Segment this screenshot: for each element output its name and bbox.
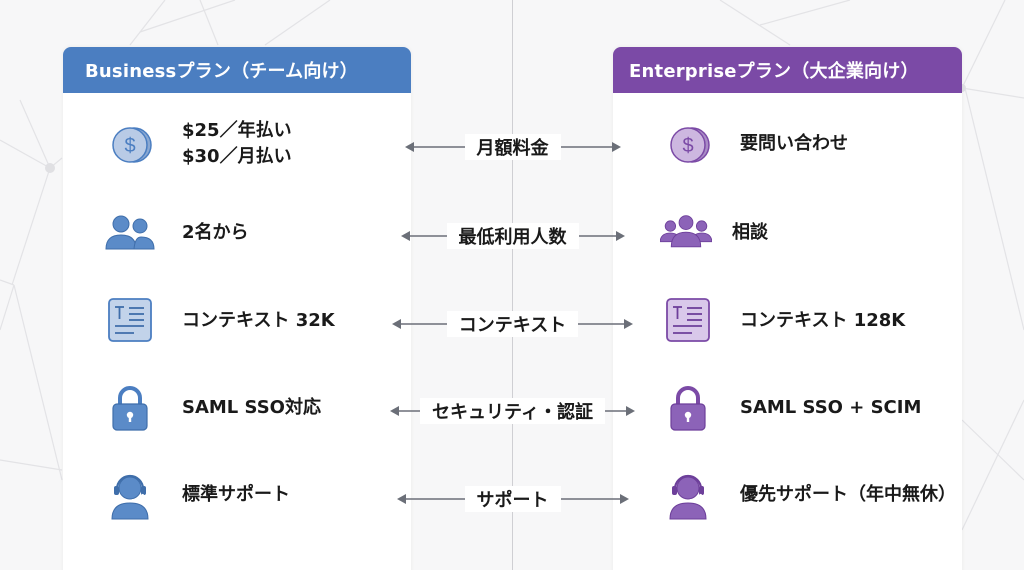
enterprise-row-security: SAML SSO + SCIM [662, 382, 921, 434]
dollar-coin-icon: $ [662, 118, 714, 170]
arrow-right-icon [604, 406, 635, 416]
category-label: コンテキスト [446, 311, 579, 337]
enterprise-row-support: 優先サポート（年中無休） [662, 469, 956, 521]
enterprise-context-value: コンテキスト 128K [740, 310, 906, 331]
arrow-right-icon [560, 494, 629, 504]
group-users-icon [660, 207, 712, 259]
category-support: サポート [385, 486, 640, 512]
headset-support-icon [662, 469, 714, 521]
business-row-min-users: 2名から [104, 207, 249, 259]
arrow-right-icon [578, 319, 634, 329]
enterprise-support-value: 優先サポート（年中無休） [740, 484, 956, 505]
lock-icon [104, 382, 156, 434]
headset-support-icon [104, 469, 156, 521]
business-row-security: SAML SSO対応 [104, 382, 321, 434]
category-context: コンテキスト [385, 311, 640, 337]
arrow-left-icon [400, 231, 447, 241]
document-text-icon [104, 295, 156, 347]
enterprise-row-context: コンテキスト 128K [662, 295, 905, 347]
enterprise-row-min-users: 相談 [660, 207, 768, 259]
business-plan-title: Businessプラン（チーム向け） [63, 47, 411, 93]
enterprise-min-users-value: 相談 [732, 222, 768, 243]
business-min-users-value: 2名から [182, 222, 249, 243]
arrow-left-icon [390, 406, 421, 416]
enterprise-plan-title: Enterpriseプラン（大企業向け） [613, 47, 962, 93]
category-label: サポート [464, 486, 561, 512]
arrow-left-icon [391, 319, 447, 329]
two-users-icon [104, 207, 156, 259]
arrow-left-icon [396, 494, 465, 504]
arrow-right-icon [578, 231, 625, 241]
business-support-value: 標準サポート [182, 484, 290, 505]
arrow-left-icon [404, 142, 465, 152]
category-label: セキュリティ・認証 [420, 398, 605, 424]
business-row-pricing: $ $25／年払い $30／月払い [104, 118, 292, 170]
dollar-coin-icon: $ [104, 118, 156, 170]
business-row-support: 標準サポート [104, 469, 290, 521]
enterprise-row-pricing: $ 要問い合わせ [662, 118, 848, 170]
business-annual-price: $25／年払い [182, 120, 292, 141]
svg-text:$: $ [682, 135, 693, 157]
category-min-users: 最低利用人数 [385, 223, 640, 249]
business-monthly-price: $30／月払い [182, 146, 292, 167]
category-label: 最低利用人数 [446, 223, 579, 249]
category-pricing: 月額料金 [385, 134, 640, 160]
svg-text:$: $ [124, 135, 135, 157]
business-security-value: SAML SSO対応 [182, 397, 321, 418]
lock-icon [662, 382, 714, 434]
enterprise-pricing-value: 要問い合わせ [740, 133, 848, 154]
business-pricing-value: $25／年払い $30／月払い [182, 118, 292, 170]
document-text-icon [662, 295, 714, 347]
arrow-right-icon [560, 142, 621, 152]
enterprise-security-value: SAML SSO + SCIM [740, 397, 922, 418]
business-context-value: コンテキスト 32K [182, 310, 335, 331]
business-row-context: コンテキスト 32K [104, 295, 335, 347]
category-label: 月額料金 [464, 134, 561, 160]
category-security: セキュリティ・認証 [371, 398, 654, 424]
center-divider [512, 0, 513, 570]
